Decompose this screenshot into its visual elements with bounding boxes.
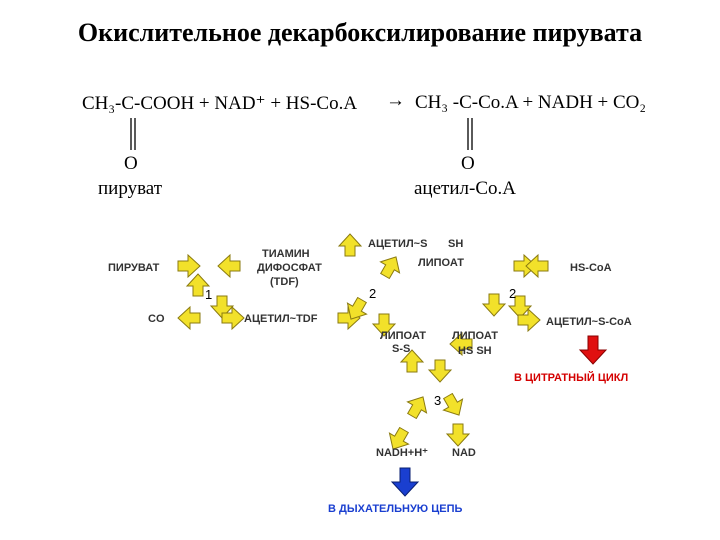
label-tdf-1: ТИАМИН [262, 248, 310, 260]
arrow-pyruvate-in [177, 254, 201, 278]
label-pyruvate: ПИРУВАТ [108, 262, 160, 274]
step-2a: 2 [369, 286, 377, 301]
label-hs-coa: HS-CoA [570, 262, 612, 274]
arrow-3-nad [437, 390, 470, 422]
label-co: CO [148, 313, 165, 325]
arrow-hscoa-in [525, 254, 549, 278]
label-lipoate-hs-1: ЛИПОАТ [452, 330, 498, 342]
equation-arrow: → [386, 90, 405, 111]
label-acetyl-s-coa: АЦЕТИЛ~S-CoA [546, 316, 632, 328]
label-lipoate-hs-2: HS SH [458, 345, 492, 357]
blue-arrow-resp [390, 467, 420, 497]
arrow-3-se [446, 423, 470, 447]
label-acetyl-lipoate-2: SH [448, 238, 464, 250]
arrow-3-down [428, 359, 452, 383]
label-tdf-2: ДИФОСФАТ [257, 262, 322, 274]
oxygen-right: O [461, 153, 475, 174]
arrow-co-out [177, 306, 201, 330]
label-acetyl-lipoate-1: АЦЕТИЛ~S [368, 238, 428, 250]
arrow-2b-down [482, 293, 506, 317]
page-title: Окислительное декарбоксилирование пирува… [77, 18, 643, 47]
arrow-tdf-in [217, 254, 241, 278]
label-tdf-3: (TDF) [270, 276, 299, 288]
pyruvate-caption: пируват [98, 178, 163, 199]
label-citrate-cycle: В ЦИТРАТНЫЙ ЦИКЛ [514, 372, 629, 384]
oxygen-left: O [124, 153, 138, 174]
label-nad: NAD [452, 447, 476, 459]
label-lipoate-ss-2: S-S [392, 343, 411, 355]
arrow-3-nadh [401, 390, 434, 422]
step-2b: 2 [509, 286, 517, 301]
label-nadh: NADH+H⁺ [376, 447, 428, 459]
acetylcoa-caption: ацетил-Co.A [414, 178, 516, 199]
step-1: 1 [205, 287, 213, 302]
step-3: 3 [434, 393, 442, 408]
label-acetyl-tdf: АЦЕТИЛ~TDF [244, 313, 318, 325]
label-respiratory-chain: В ДЫХАТЕЛЬНУЮ ЦЕПЬ [328, 503, 463, 515]
arrow-2a-up [338, 233, 362, 257]
equation-products: CH₃ -C-Co.A + NADH + CO₂ [415, 92, 647, 113]
equation-reactants: CH₃-C-COOH + NAD⁺ + HS-Co.A [82, 93, 358, 114]
red-arrow-citrate [578, 335, 608, 365]
arrow-2a-ne [374, 250, 407, 282]
label-lipoate-top: ЛИПОАТ [418, 257, 464, 269]
label-lipoate-ss-1: ЛИПОАТ [380, 330, 426, 342]
